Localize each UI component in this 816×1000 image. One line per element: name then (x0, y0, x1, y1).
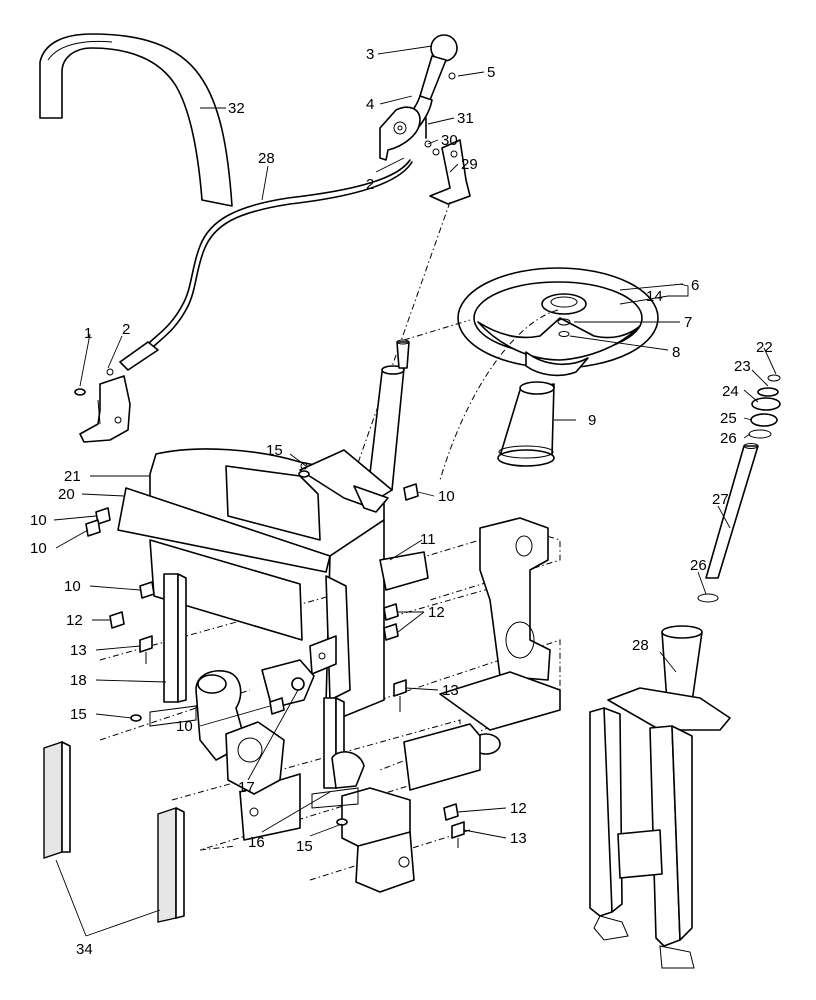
callout-10-b: 10 (30, 540, 47, 557)
callout-34: 34 (76, 941, 93, 958)
callout-26-upper: 26 (720, 430, 737, 447)
callout-15-left: 15 (70, 706, 87, 723)
callout-33: 32 (228, 100, 245, 117)
fasteners (85, 470, 465, 848)
callout-17: 17 (238, 779, 255, 796)
callout-15-top: 15 (266, 442, 283, 459)
callout-31: 30 (441, 132, 458, 149)
callout-8: 8 (672, 344, 680, 361)
callout-10-e: 10 (438, 488, 455, 505)
part-17-center-assembly (195, 659, 365, 795)
callout-4: 4 (366, 96, 374, 113)
callout-12-bottom: 12 (510, 800, 527, 817)
part-3-4-throttle-lever (379, 34, 458, 161)
callout-2-upper: 2 (366, 176, 374, 193)
callout-labels: 32 3 5 4 31 30 29 2 28 1 2 6 14 7 8 9 22… (30, 46, 773, 958)
part-28-column-stand (589, 625, 731, 969)
callout-7: 7 (684, 314, 692, 331)
part-9-boot (439, 309, 559, 481)
callout-23: 23 (734, 358, 751, 375)
callout-12-right: 12 (428, 604, 445, 621)
part-6-steering-wheel (457, 267, 659, 377)
leader-lines (53, 45, 777, 937)
callout-25: 25 (720, 410, 737, 427)
callout-22: 22 (756, 339, 773, 356)
callout-11: 11 (420, 531, 436, 548)
callout-10-a: 10 (30, 512, 47, 529)
callout-28: 28 (632, 637, 649, 654)
callout-1: 1 (84, 325, 92, 342)
callout-29: 28 (258, 150, 275, 167)
callout-3: 3 (366, 46, 374, 63)
callout-26-lower: 26 (690, 557, 707, 574)
callout-24: 24 (722, 383, 739, 400)
callout-13-left: 13 (70, 642, 87, 659)
callout-14: 14 (646, 288, 663, 305)
callout-16: 16 (248, 834, 265, 851)
callout-18: 18 (70, 672, 87, 689)
callout-12-left: 12 (66, 612, 83, 629)
callout-13-right: 13 (442, 682, 459, 699)
callout-2-lower: 2 (122, 321, 130, 338)
part-22-27-shaft-bearing-stack (697, 374, 781, 603)
callout-30: 29 (461, 156, 478, 173)
callout-5: 5 (487, 64, 495, 81)
callout-10-d: 10 (176, 718, 193, 735)
callout-21: 21 (64, 468, 81, 485)
column-mount-bracket (299, 449, 393, 513)
part-33-tube-bar (39, 33, 233, 207)
part-29-throttle-cable (74, 159, 413, 396)
callout-13-bottom: 13 (510, 830, 527, 847)
callout-6: 6 (691, 277, 699, 294)
callout-9: 9 (588, 412, 596, 429)
part-34-spacer-blocks (43, 741, 185, 923)
callout-32: 31 (457, 110, 474, 127)
part-11-side-plate (309, 551, 429, 701)
callout-20: 20 (58, 486, 75, 503)
callout-27: 27 (712, 491, 729, 508)
part-20-dash-plate (117, 487, 331, 641)
callout-15-bottom: 15 (296, 838, 313, 855)
cable-mount-bracket (79, 375, 131, 443)
callout-10-c: 10 (64, 578, 81, 595)
steering-column-tube (367, 319, 471, 491)
